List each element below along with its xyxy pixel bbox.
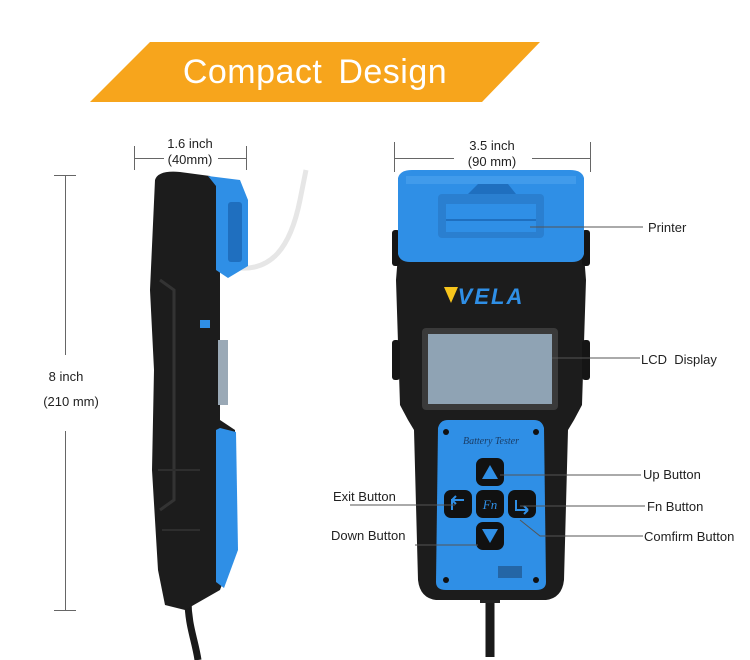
fn-button-callout: Fn Button [647, 499, 704, 514]
height-tick-bottom [54, 610, 76, 611]
up-button-callout: Up Button [643, 467, 701, 482]
side-width-line-left [134, 158, 164, 159]
side-width-dimension: 1.6 inch (40mm) [130, 134, 250, 174]
front-width-dimension: 3.5 inch (90 mm) [392, 136, 592, 176]
height-label: 8 inch [48, 369, 84, 384]
side-view-device-image [150, 169, 309, 660]
front-width-line-left [394, 158, 454, 159]
battery-tester-text: Battery Tester [463, 436, 519, 447]
side-width-label: 1.6 inch [167, 136, 213, 151]
height-line-upper [65, 175, 66, 355]
front-width-tick-right [590, 142, 591, 172]
front-width-tick-left [394, 142, 395, 172]
side-width-metric: (40mm) [167, 152, 213, 167]
side-width-tick-left [134, 146, 135, 170]
banner-title: Compact Design [182, 53, 448, 91]
down-button-callout: Down Button [331, 528, 406, 543]
printer-callout: Printer [648, 220, 687, 235]
side-width-tick-right [246, 146, 247, 170]
title-banner: Compact Design [90, 42, 540, 102]
vela-logo: VELA [458, 284, 525, 309]
lcd-display-callout: LCD Display [641, 352, 717, 367]
front-view-device-image: VELA Battery Tester Fn [392, 170, 590, 657]
banner-parallelogram [90, 42, 540, 102]
fn-key-text: Fn [482, 497, 497, 512]
height-line-lower [65, 431, 66, 611]
side-width-line-right [218, 158, 246, 159]
confirm-button-callout: Comfirm Button [644, 529, 735, 544]
side-height-dimension: 8 inch (210 mm) [30, 175, 110, 611]
front-width-line-right [532, 158, 590, 159]
front-width-metric: (90 mm) [467, 154, 517, 169]
front-width-label: 3.5 inch [469, 138, 515, 153]
exit-button-callout: Exit Button [333, 489, 396, 504]
height-metric: (210 mm) [43, 394, 99, 409]
